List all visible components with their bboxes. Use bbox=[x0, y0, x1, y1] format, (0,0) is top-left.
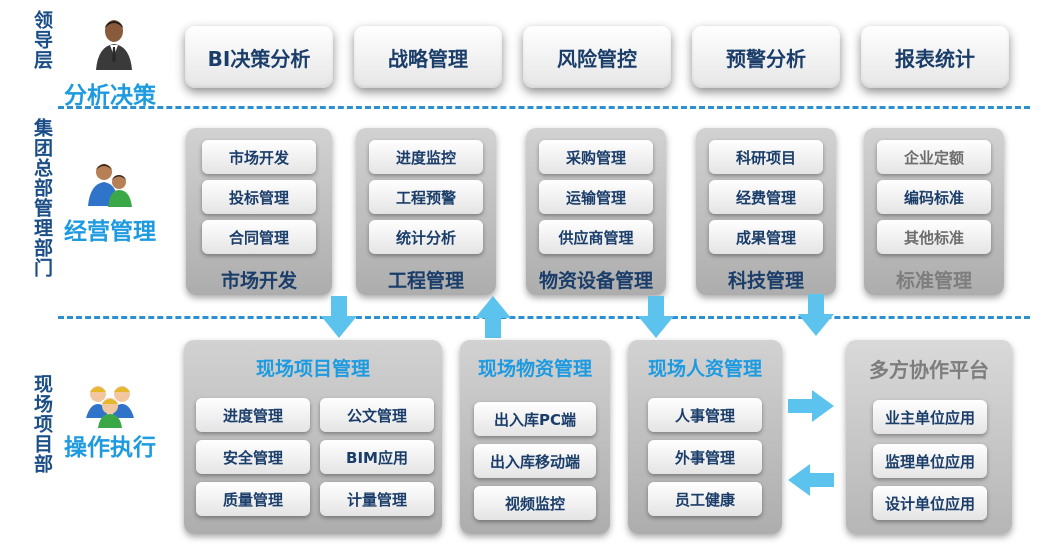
chip-item[interactable]: 合同管理 bbox=[202, 220, 316, 254]
chip-item[interactable]: 出入库移动端 bbox=[474, 444, 596, 478]
chip-item[interactable]: 人事管理 bbox=[648, 398, 762, 432]
layer-label-leader: 领导层 bbox=[31, 10, 53, 70]
panel-title: 现场项目管理 bbox=[255, 358, 370, 380]
chip-item[interactable]: 科研项目 bbox=[709, 140, 823, 174]
leader-person-icon bbox=[96, 20, 132, 70]
chip-item[interactable]: 工程预警 bbox=[369, 180, 483, 214]
arrow-right-icon bbox=[788, 390, 834, 422]
separator-line bbox=[58, 316, 1030, 319]
panel-engineering: 进度监控 工程预警 统计分析 工程管理 bbox=[356, 128, 496, 295]
chip-item[interactable]: 质量管理 bbox=[196, 482, 310, 516]
arrow-down-icon bbox=[638, 296, 674, 338]
top-box-report[interactable]: 报表统计 bbox=[861, 26, 1009, 88]
chip-item[interactable]: 设计单位应用 bbox=[873, 486, 987, 520]
panel-title: 工程管理 bbox=[387, 270, 464, 292]
panel-title: 多方协作平台 bbox=[869, 358, 989, 382]
panel-standards: 企业定额 编码标准 其他标准 标准管理 bbox=[864, 128, 1004, 295]
chip-item[interactable]: 编码标准 bbox=[877, 180, 991, 214]
panel-title: 物资设备管理 bbox=[538, 270, 653, 292]
chip-item[interactable]: 供应商管理 bbox=[539, 220, 653, 254]
top-box-strategy[interactable]: 战略管理 bbox=[354, 26, 502, 88]
layer-title-leader: 分析决策 bbox=[64, 83, 156, 109]
panel-materials: 采购管理 运输管理 供应商管理 物资设备管理 bbox=[526, 128, 666, 295]
chip-item[interactable]: 监理单位应用 bbox=[873, 444, 987, 478]
top-box-risk[interactable]: 风险管控 bbox=[523, 26, 671, 88]
arrow-down-icon bbox=[321, 296, 357, 338]
chip-item[interactable]: 公文管理 bbox=[320, 398, 434, 432]
layer-title-site: 操作执行 bbox=[64, 435, 156, 461]
arrow-down-icon bbox=[798, 294, 834, 336]
chip-item[interactable]: 采购管理 bbox=[539, 140, 653, 174]
chip-item[interactable]: 视频监控 bbox=[474, 486, 596, 520]
separator-line bbox=[58, 106, 1030, 109]
chip-item[interactable]: BIM应用 bbox=[320, 440, 434, 474]
chip-item[interactable]: 统计分析 bbox=[369, 220, 483, 254]
layer-label-site: 现场项目部 bbox=[31, 374, 53, 474]
chip-item[interactable]: 运输管理 bbox=[539, 180, 653, 214]
panel-title: 市场开发 bbox=[220, 270, 297, 292]
panel-title: 现场物资管理 bbox=[477, 358, 592, 380]
arrow-up-icon bbox=[475, 296, 511, 338]
chip-item[interactable]: 业主单位应用 bbox=[873, 400, 987, 434]
panel-technology: 科研项目 经费管理 成果管理 科技管理 bbox=[696, 128, 836, 295]
chip-item[interactable]: 进度监控 bbox=[369, 140, 483, 174]
layer-label-hq: 集团总部管理部门 bbox=[31, 118, 53, 278]
panel-market: 市场开发 投标管理 合同管理 市场开发 bbox=[186, 128, 332, 295]
chip-item[interactable]: 其他标准 bbox=[877, 220, 991, 254]
chip-item[interactable]: 出入库PC端 bbox=[474, 402, 596, 436]
panel-site-hr: 现场人资管理 人事管理 外事管理 员工健康 bbox=[628, 340, 782, 534]
site-team-icon bbox=[86, 386, 134, 428]
chip-item[interactable]: 员工健康 bbox=[648, 482, 762, 516]
chip-item[interactable]: 企业定额 bbox=[877, 140, 991, 174]
panel-site-materials: 现场物资管理 出入库PC端 出入库移动端 视频监控 bbox=[460, 340, 610, 534]
chip-item[interactable]: 外事管理 bbox=[648, 440, 762, 474]
chip-item[interactable]: 投标管理 bbox=[202, 180, 316, 214]
panel-title: 标准管理 bbox=[895, 270, 972, 292]
arrow-left-icon bbox=[788, 464, 834, 496]
chip-item[interactable]: 成果管理 bbox=[709, 220, 823, 254]
panel-site-project: 现场项目管理 进度管理 公文管理 安全管理 BIM应用 质量管理 计量管理 bbox=[184, 340, 442, 534]
chip-item[interactable]: 进度管理 bbox=[196, 398, 310, 432]
panel-title: 科技管理 bbox=[727, 270, 804, 292]
panel-title: 现场人资管理 bbox=[647, 358, 762, 380]
chip-item[interactable]: 计量管理 bbox=[320, 482, 434, 516]
layer-title-hq: 经营管理 bbox=[64, 219, 156, 245]
top-box-bi[interactable]: BI决策分析 bbox=[185, 26, 333, 88]
panel-collab-platform: 多方协作平台 业主单位应用 监理单位应用 设计单位应用 bbox=[846, 340, 1012, 534]
chip-item[interactable]: 安全管理 bbox=[196, 440, 310, 474]
hq-people-icon bbox=[88, 164, 132, 207]
top-box-warning[interactable]: 预警分析 bbox=[692, 26, 840, 88]
chip-item[interactable]: 市场开发 bbox=[202, 140, 316, 174]
chip-item[interactable]: 经费管理 bbox=[709, 180, 823, 214]
